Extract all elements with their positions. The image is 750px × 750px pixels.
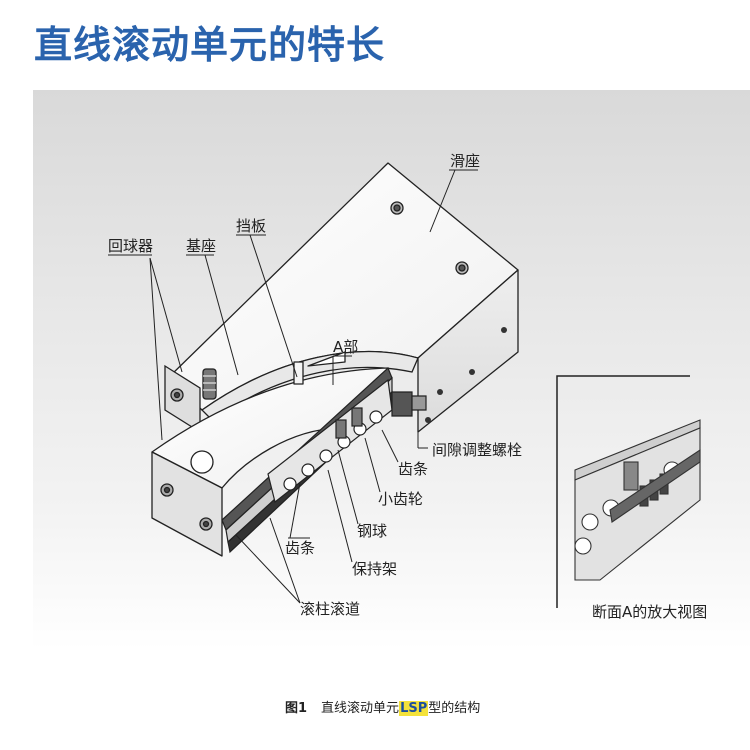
caption-text-before: 直线滚动单元 (321, 701, 400, 716)
slider-block (167, 162, 519, 433)
inset-caption: 断面A的放大视图 (592, 603, 707, 621)
slider-end-plate (164, 364, 217, 434)
label-ball-return: 回球器 (108, 237, 153, 255)
figure-number: 图1 (285, 701, 308, 716)
leader-lines (108, 169, 478, 604)
label-pinion: 小齿轮 (378, 490, 423, 508)
label-steel-ball: 钢球 (357, 522, 387, 540)
label-stopper-plate: 挡板 (236, 217, 266, 235)
base-block (151, 351, 389, 557)
inset-section-a-view (556, 375, 701, 608)
label-rack-lower: 齿条 (285, 539, 315, 557)
label-retainer: 保持架 (352, 560, 397, 578)
caption-text-after: 型的结构 (428, 701, 481, 716)
label-base: 基座 (186, 237, 216, 255)
label-rack-upper: 齿条 (398, 460, 428, 478)
roller-track-assembly (221, 366, 427, 554)
caption-model-highlight: LSP (399, 701, 429, 716)
page-title: 直线滚动单元的特长 (34, 23, 386, 67)
label-slider: 滑座 (450, 152, 480, 170)
label-roller-track: 滚柱滚道 (300, 600, 360, 618)
label-section-a: A部 (333, 338, 358, 356)
figure-caption: 图1 直线滚动单元LSP型的结构 (285, 697, 480, 716)
label-gap-bolt: 间隙调整螺栓 (432, 441, 522, 459)
